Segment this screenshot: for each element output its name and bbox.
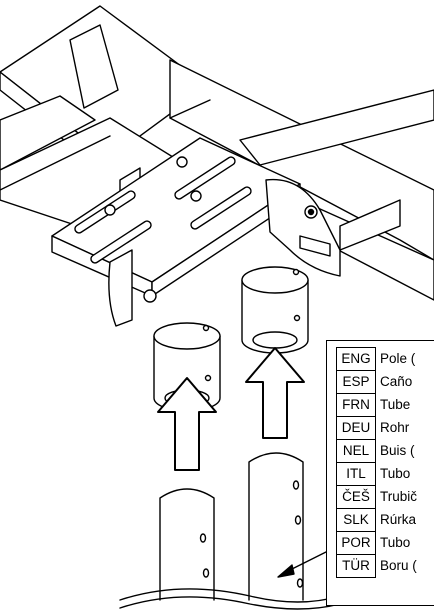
- legend-row: DEU Rohr: [336, 416, 418, 440]
- legend-row: FRN Tube: [336, 393, 418, 417]
- side-bracket-right: [265, 178, 401, 277]
- language-code: FRN: [336, 393, 376, 417]
- term: Tube: [380, 397, 411, 412]
- language-code: POR: [336, 531, 376, 555]
- legend-table: ENG Pole ( ESP Caño FRN Tube DEU Rohr NEL Bui…: [336, 347, 418, 578]
- language-code: DEU: [336, 416, 376, 440]
- term: Caño: [380, 374, 413, 389]
- language-code: NEL: [336, 439, 376, 463]
- term: Rohr: [380, 420, 410, 435]
- legend-row: SLK Rúrka: [336, 508, 418, 532]
- legend-row: NEL Buis (: [336, 439, 418, 463]
- term: Tubo: [380, 466, 411, 481]
- legend-row: ČEŠ Trubič: [336, 485, 418, 509]
- language-code: ČEŠ: [336, 485, 376, 509]
- term: Pole (: [380, 351, 416, 366]
- side-bracket-left: [108, 249, 157, 327]
- language-code: ITL: [336, 462, 376, 486]
- legend-row: ENG Pole (: [336, 347, 418, 371]
- language-code: SLK: [336, 508, 376, 532]
- up-arrow-right: [245, 347, 305, 439]
- term: Tubo: [380, 535, 411, 550]
- language-code: ESP: [336, 370, 376, 394]
- term: Buis (: [380, 443, 415, 458]
- language-code: ENG: [336, 347, 376, 371]
- tube-left: [159, 488, 215, 601]
- legend-row: ITL Tubo: [336, 462, 418, 486]
- term: Trubič: [380, 489, 418, 504]
- break-lines: [119, 588, 341, 610]
- legend-row: ESP Caño: [336, 370, 418, 394]
- term: Boru (: [380, 558, 417, 573]
- sleeve-right: [241, 266, 309, 354]
- term: Rúrka: [380, 512, 417, 527]
- up-arrow-left: [157, 377, 217, 471]
- tube-right: [248, 452, 304, 601]
- legend-row: POR Tubo: [336, 531, 418, 555]
- language-code: TÜR: [336, 554, 376, 578]
- translation-legend: ENG Pole ( ESP Caño FRN Tube DEU Rohr NEL Bui…: [326, 340, 434, 606]
- callout-leader: [277, 551, 327, 578]
- legend-row: TÜR Boru (: [336, 554, 418, 578]
